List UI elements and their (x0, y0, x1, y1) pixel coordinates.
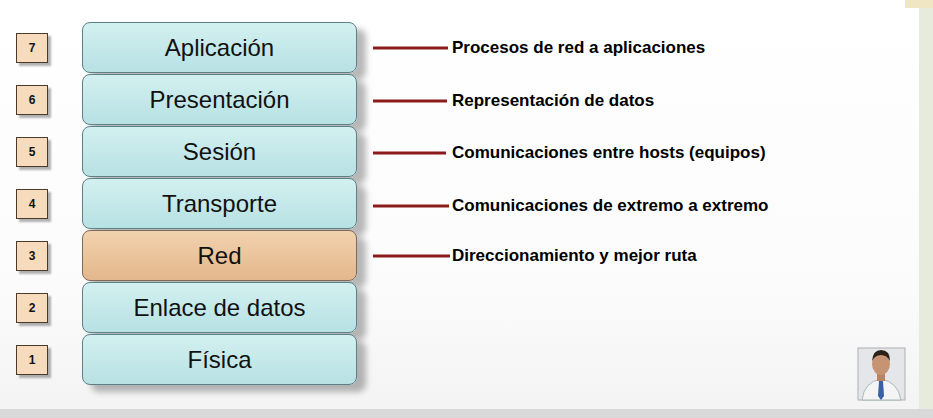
layer-number-box: 1 (16, 345, 48, 375)
layer-name: Red (197, 242, 241, 270)
layer-name: Enlace de datos (133, 294, 305, 322)
layer-number: 4 (29, 197, 36, 211)
layer-name: Aplicación (165, 34, 274, 62)
layer-number-box: 5 (16, 137, 48, 167)
layer-box: Aplicación (82, 22, 357, 73)
layer-number: 1 (29, 353, 36, 367)
leader-line (373, 205, 449, 208)
photo-frame (858, 348, 905, 400)
leader-line (373, 47, 448, 50)
layer-number: 3 (29, 249, 36, 263)
layer-number: 2 (29, 301, 36, 315)
layer-description: Comunicaciones de extremo a extremo (452, 196, 769, 216)
layer-description: Representación de datos (452, 91, 654, 111)
right-edge-band (919, 0, 933, 409)
layer-box: Presentación (82, 74, 357, 125)
photo-shirt (862, 379, 901, 400)
layer-name: Presentación (149, 86, 289, 114)
layer-number-box: 4 (16, 189, 48, 219)
layer-name: Física (187, 346, 251, 374)
layer-number-box: 2 (16, 293, 48, 323)
corner-band (905, 0, 933, 8)
layer-box: Física (82, 334, 357, 385)
presenter-photo (858, 348, 905, 400)
layer-description: Procesos de red a aplicaciones (452, 38, 705, 58)
photo-hair (872, 350, 890, 361)
leader-line (373, 255, 450, 258)
layer-description: Direccionamiento y mejor ruta (452, 246, 697, 266)
layer-box: Sesión (82, 126, 357, 177)
layer-number-box: 3 (16, 241, 48, 271)
layer-number-box: 6 (16, 85, 48, 115)
bottom-band (0, 409, 933, 418)
layer-name: Transporte (162, 190, 277, 218)
layer-box: Red (82, 230, 357, 281)
layer-box: Enlace de datos (82, 282, 357, 333)
layer-name: Sesión (183, 138, 256, 166)
layer-number: 6 (29, 93, 36, 107)
photo-tie (878, 381, 884, 400)
layer-number-box: 7 (16, 33, 48, 63)
leader-lines (373, 48, 450, 256)
leader-line (373, 152, 446, 155)
layer-number: 5 (29, 145, 36, 159)
layer-number: 7 (29, 41, 36, 55)
layer-description: Comunicaciones entre hosts (equipos) (452, 143, 766, 163)
leader-line (373, 100, 447, 103)
layer-box: Transporte (82, 178, 357, 229)
